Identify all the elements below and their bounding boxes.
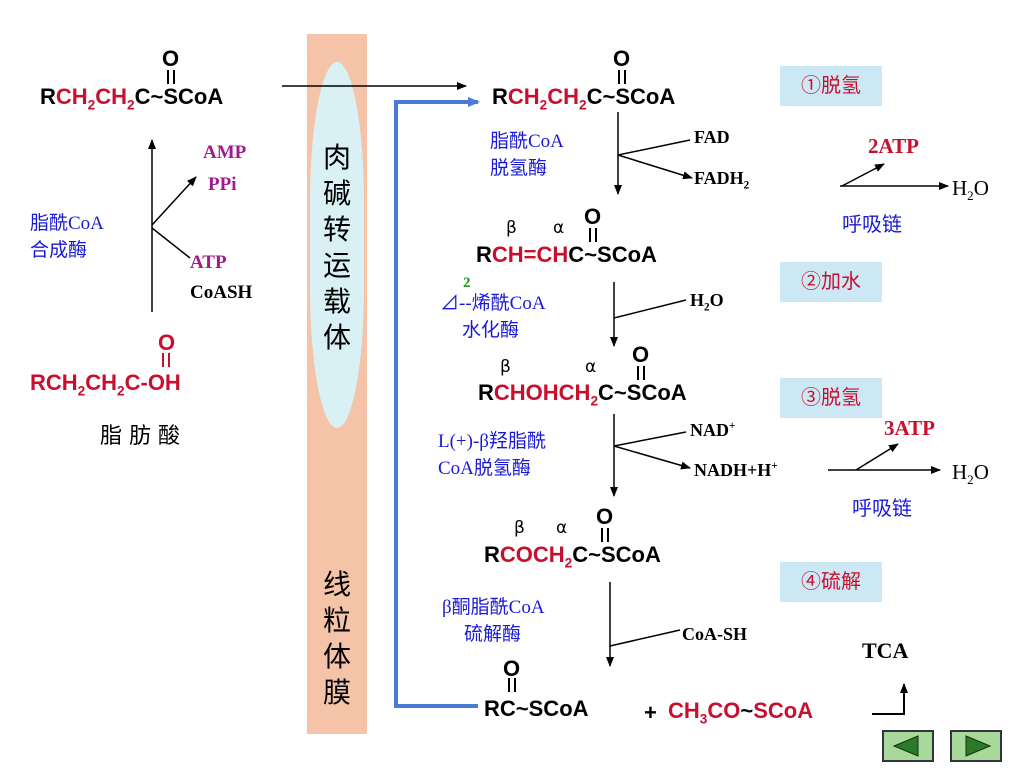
tca-label: TCA <box>862 638 909 663</box>
delta-superscript: 2 <box>463 275 471 291</box>
beta-label-2: β <box>506 218 517 238</box>
next-slide-button[interactable] <box>950 730 1002 762</box>
hydroxyacyl-coa-oxygen: O <box>632 342 650 367</box>
alpha-label-2: α <box>553 218 565 238</box>
respiratory-chain-label-1: 呼吸链 <box>842 212 902 236</box>
enoyl-coa: RCH=CHC~SCoA <box>476 242 657 267</box>
fatty-acid-formula: RCH2CH2C-OH <box>30 370 181 399</box>
fadh2-label: FADH2 <box>694 168 750 192</box>
shortened-acyl-coa-oxygen: O <box>503 656 521 681</box>
beta-label-3: β <box>500 357 511 377</box>
atp-yield-2: 2ATP <box>868 134 919 158</box>
plus-sign: + <box>644 700 657 725</box>
coa-sh-input: CoA-SH <box>682 624 748 644</box>
fatty-acid-oxygen: O <box>158 330 176 355</box>
fad-label: FAD <box>694 127 730 147</box>
previous-slide-button[interactable] <box>882 730 934 762</box>
beta-label-4: β <box>514 518 525 538</box>
triangle-left-icon <box>892 735 919 757</box>
step-1-dehydrogenation: ①脱氢 <box>780 66 882 106</box>
atp-label: ATP <box>190 252 227 273</box>
water-product-2: H2O <box>952 460 989 488</box>
step-2-hydration: ②加水 <box>780 262 882 302</box>
nadh-label: NADH+H+ <box>694 460 778 480</box>
carrier-label: 肉碱转 运载体 <box>322 141 351 354</box>
atp-yield-3: 3ATP <box>884 416 935 440</box>
membrane-label: 线粒 体膜 <box>322 568 351 709</box>
coash-label: CoASH <box>190 282 253 303</box>
acyl-coa-cytosol: RCH2CH2C~SCoA <box>40 84 224 113</box>
fatty-acid-label: 脂 肪 酸 <box>100 424 180 449</box>
acyl-coa-matrix: RCH2CH2C~SCoA <box>492 84 676 113</box>
respiratory-chain-label-2: 呼吸链 <box>852 496 912 520</box>
step-3-dehydrogenation: ③脱氢 <box>780 378 882 418</box>
alpha-label-3: α <box>585 357 597 377</box>
carnitine-carrier <box>310 62 364 428</box>
triangle-right-icon <box>965 735 992 757</box>
acyl-coa-cytosol-oxygen: O <box>162 46 180 71</box>
acetyl-coa: CH3CO~SCoA <box>668 698 814 727</box>
water-input: H2O <box>690 290 724 314</box>
acyl-coa-matrix-oxygen: O <box>613 46 631 71</box>
step-4-thiolysis: ④硫解 <box>780 562 882 602</box>
alpha-label-4: α <box>556 518 568 538</box>
amp-label: AMP <box>203 142 247 163</box>
enoyl-coa-oxygen: O <box>584 204 602 229</box>
nad-label: NAD+ <box>690 420 736 440</box>
ketoacyl-coa-oxygen: O <box>596 504 614 529</box>
shortened-acyl-coa: RC~SCoA <box>484 696 589 721</box>
hydroxyacyl-coa: RCHOHCH2C~SCoA <box>478 380 687 409</box>
water-product-1: H2O <box>952 176 989 204</box>
ketoacyl-coa: RCOCH2C~SCoA <box>484 542 661 571</box>
ppi-label: PPi <box>208 174 237 195</box>
